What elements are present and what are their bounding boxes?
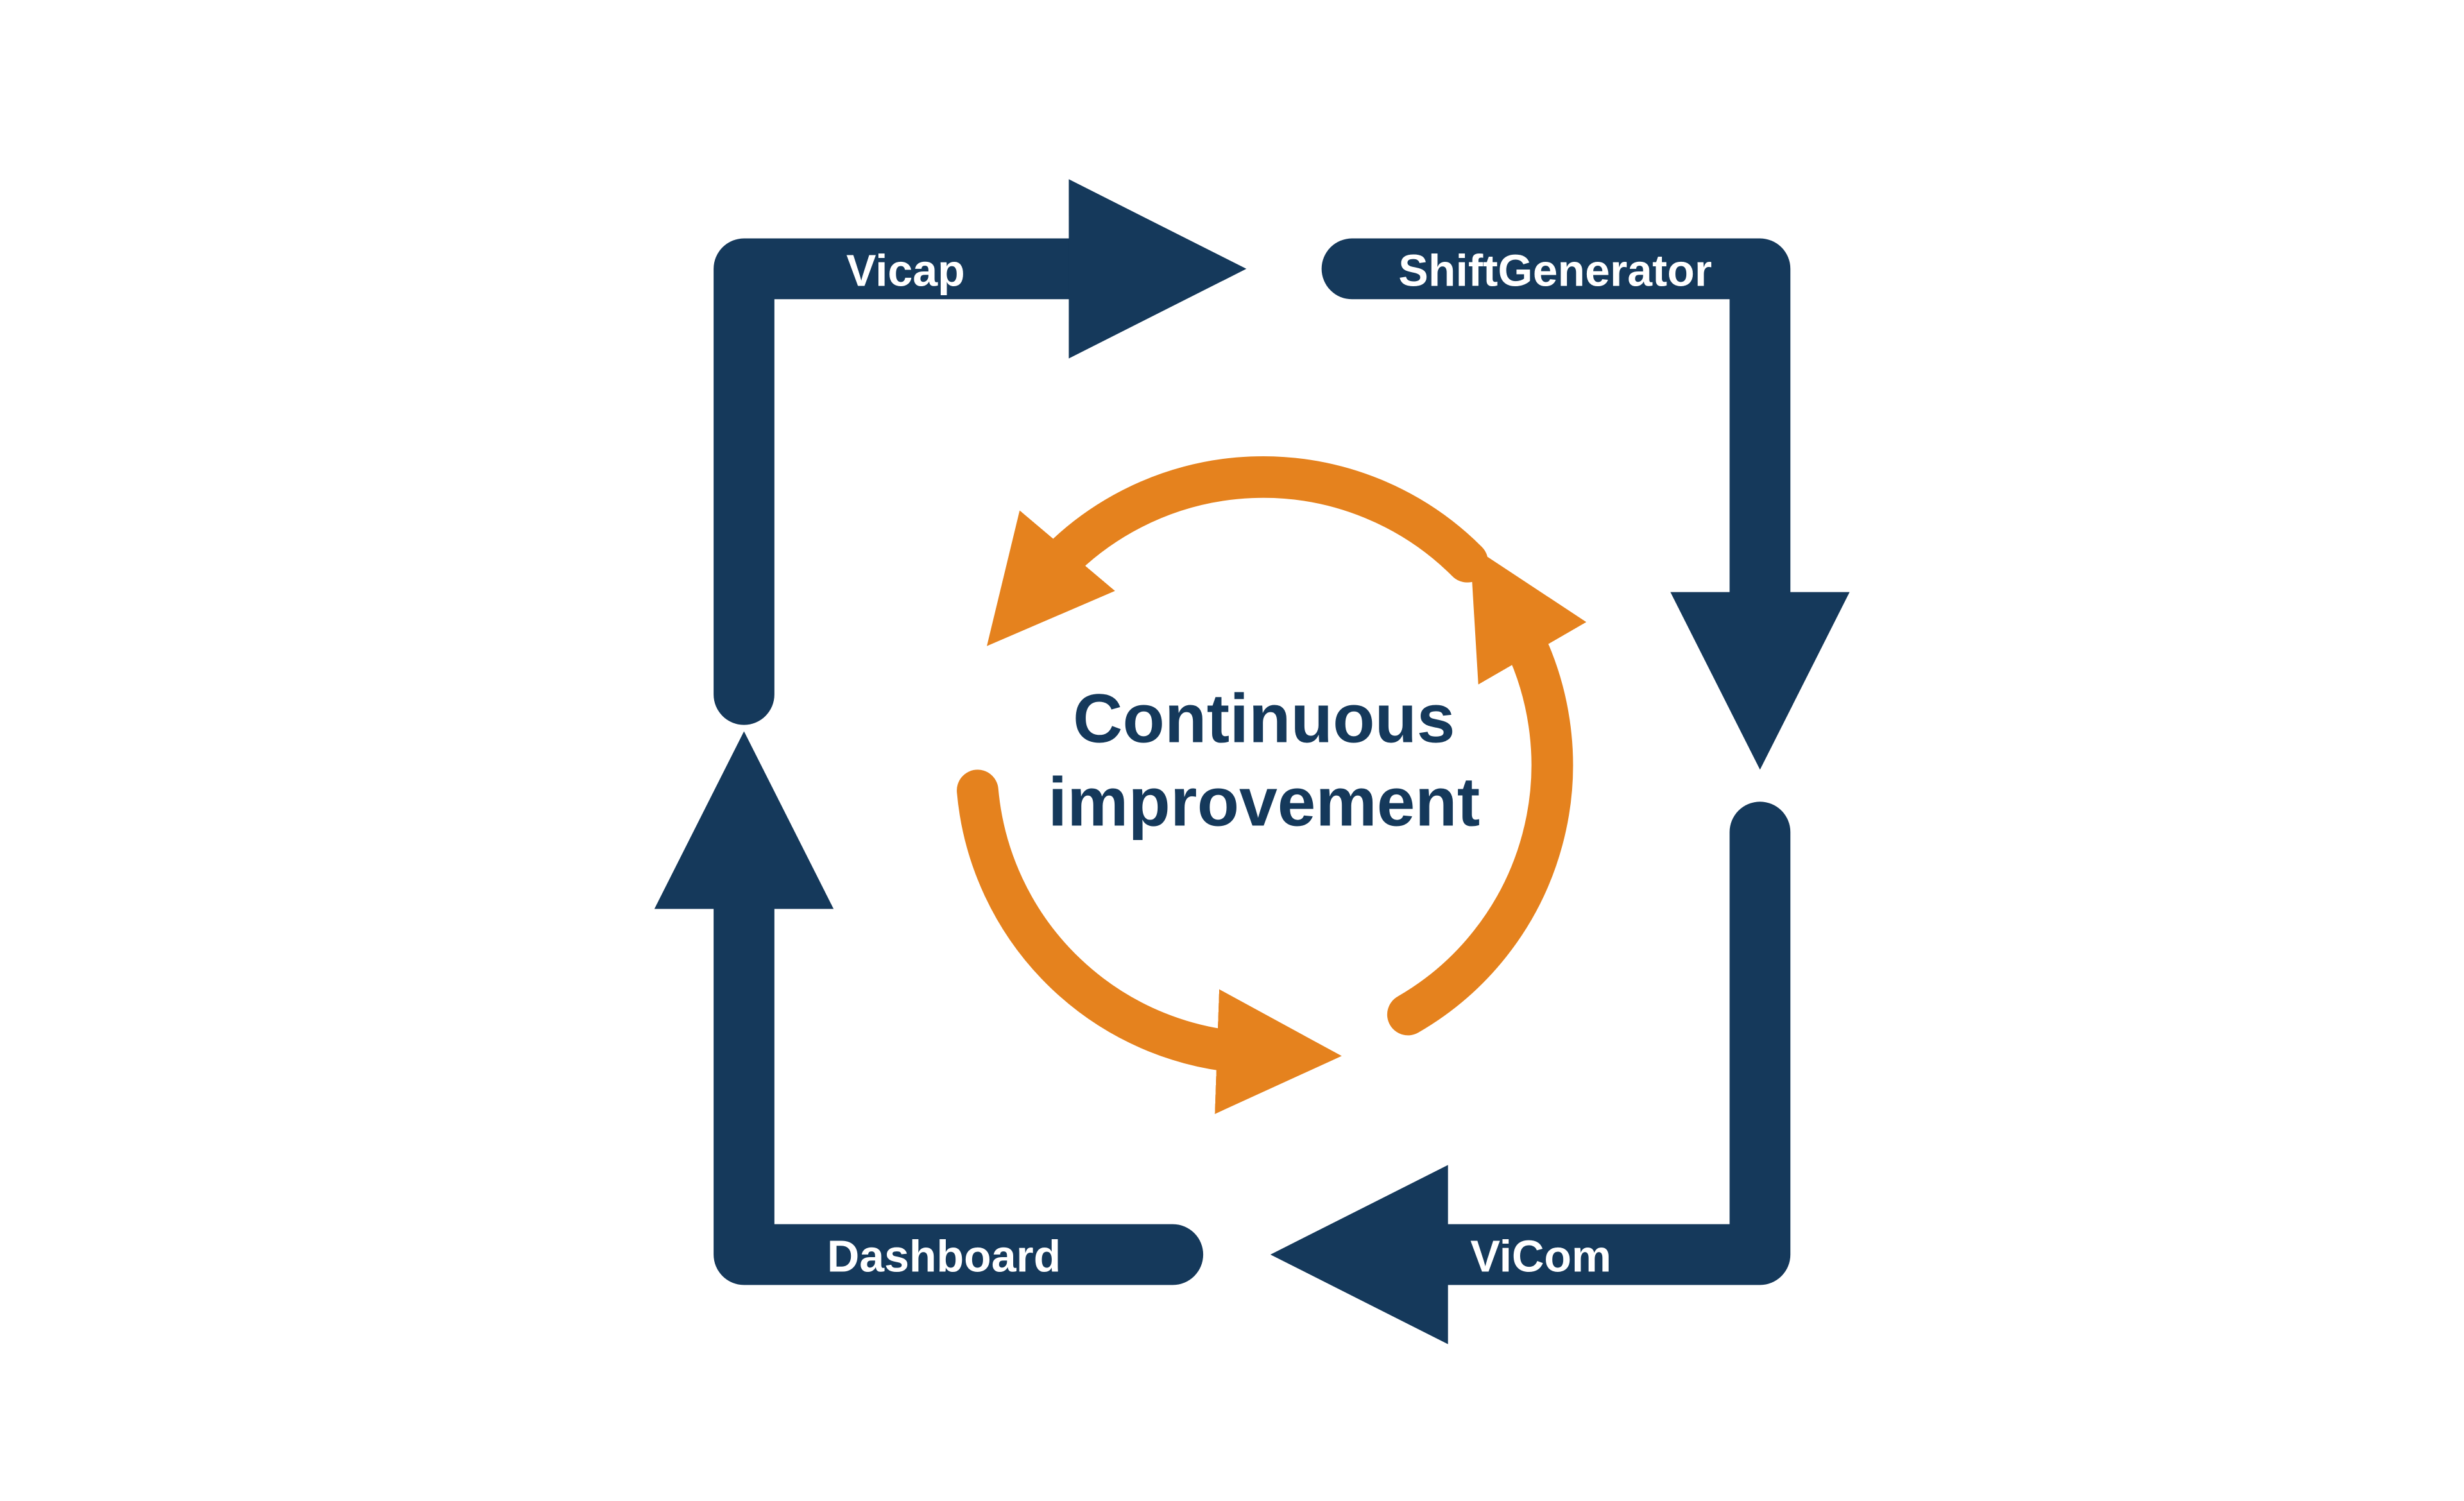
cycle-arc-bottom-icon (957, 769, 1342, 1114)
cycle-arc-top-icon (986, 456, 1488, 646)
vicap-arrowhead-icon (1068, 179, 1247, 359)
shiftgenerator-bar (1321, 238, 1791, 623)
vicom-label: ViCom (1470, 1231, 1611, 1281)
loop-segment-vicap: Vicap (714, 179, 1247, 725)
loop-segment-shiftgenerator: ShiftGenerator (1321, 238, 1850, 770)
vicom-bar (1417, 802, 1791, 1285)
vicom-arrowhead-icon (1270, 1165, 1448, 1344)
loop-segment-vicom: ViCom (1270, 802, 1791, 1344)
center-title-line1: Continuous (1073, 680, 1455, 757)
dashboard-label: Dashboard (827, 1231, 1061, 1281)
vicap-bar (714, 238, 1100, 725)
dashboard-arrowhead-icon (654, 731, 834, 909)
vicap-label: Vicap (846, 245, 965, 295)
loop-segment-dashboard: Dashboard (654, 731, 1204, 1285)
shiftgenerator-label: ShiftGenerator (1398, 245, 1712, 295)
center-cycle-arrows (957, 456, 1587, 1114)
dashboard-bar (714, 878, 1204, 1285)
center-title: Continuous improvement (1048, 680, 1480, 841)
center-title-line2: improvement (1048, 763, 1480, 840)
shiftgenerator-arrowhead-icon (1670, 592, 1850, 770)
cycle-arc-right-icon (1387, 545, 1587, 1036)
